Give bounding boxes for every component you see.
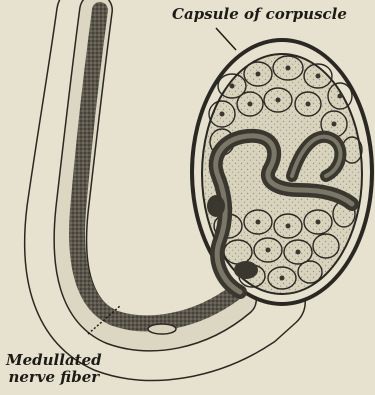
nerve-label-line1: Medullated bbox=[6, 352, 102, 369]
nerve-label-line2: nerve fiber bbox=[6, 369, 102, 386]
terminal-bulb-small bbox=[234, 261, 258, 279]
fiber-nucleus bbox=[148, 324, 176, 334]
capsule-label: Capsule of corpuscle bbox=[172, 6, 347, 23]
terminal-bulb bbox=[207, 195, 225, 217]
nerve-fiber-label: Medullated nerve fiber bbox=[6, 352, 102, 386]
capsule-leader-line bbox=[216, 28, 236, 50]
